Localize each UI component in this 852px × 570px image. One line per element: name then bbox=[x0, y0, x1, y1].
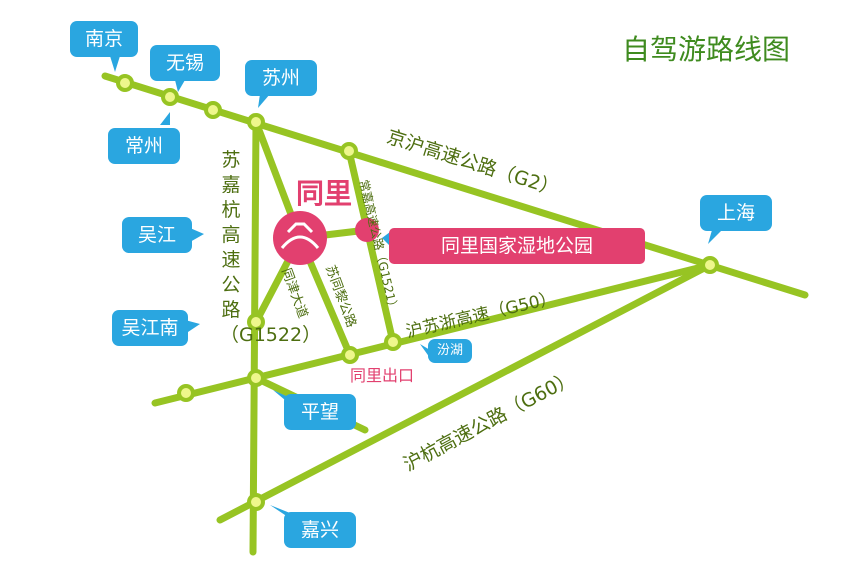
road-g1521 bbox=[345, 147, 397, 346]
city-wujiang: 吴江 bbox=[122, 217, 192, 253]
junction-nodes bbox=[116, 74, 719, 511]
city-wuxi: 无锡 bbox=[150, 45, 220, 81]
wetland-park-label: 同里国家湿地公园 bbox=[389, 228, 645, 264]
city-nanjing: 南京 bbox=[70, 21, 138, 57]
road-label-g1522: 苏嘉杭高速公路（G1522） bbox=[220, 149, 322, 346]
city-wujiangnan: 吴江南 bbox=[112, 310, 188, 346]
road-g2 bbox=[101, 72, 809, 299]
wetland-park-marker bbox=[355, 218, 379, 242]
city-suzhou: 苏州 bbox=[245, 60, 317, 96]
road-g60 bbox=[216, 261, 714, 524]
tongli-exit-label: 同里出口 bbox=[350, 366, 415, 385]
city-jiaxing: 嘉兴 bbox=[284, 512, 356, 548]
tongli-label: 同里 bbox=[296, 177, 353, 210]
map-title: 自驾游路线图 bbox=[622, 33, 791, 66]
city-pingwang: 平望 bbox=[284, 394, 356, 430]
city-shanghai: 上海 bbox=[700, 195, 772, 231]
tongli-bridge-icon bbox=[280, 222, 320, 249]
place-fenhu: 汾湖 bbox=[428, 339, 472, 363]
city-changzhou: 常州 bbox=[108, 128, 180, 164]
road-g1522 bbox=[249, 118, 260, 556]
